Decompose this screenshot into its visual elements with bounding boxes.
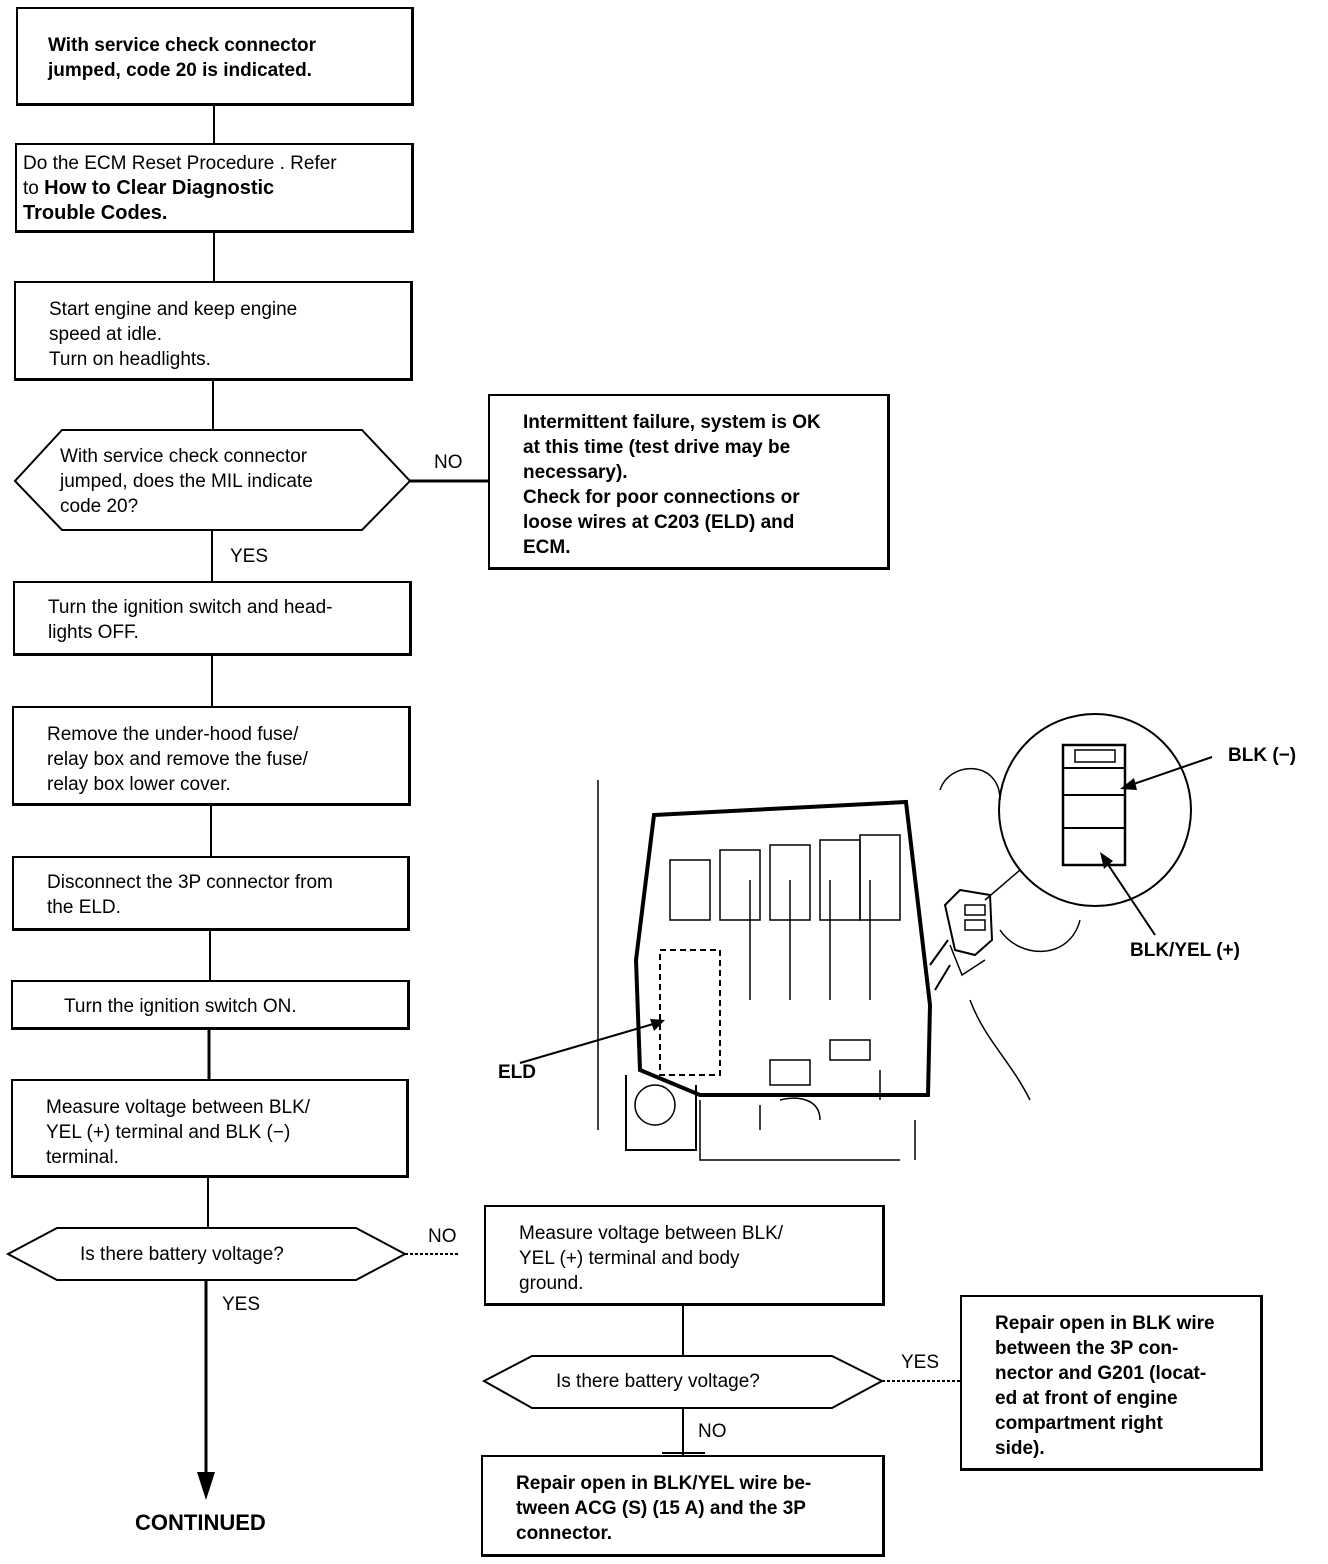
step-service-check-code20: With service check connector jumped, cod… bbox=[16, 7, 414, 106]
decision1-shape bbox=[13, 429, 412, 531]
step-ignition-off: Turn the ignition switch and head- light… bbox=[13, 581, 412, 656]
decision2-yes-label: YES bbox=[222, 1294, 261, 1315]
step6-text: Disconnect the 3P connector from the ELD… bbox=[47, 872, 333, 918]
decision2-text: Is there battery voltage? bbox=[80, 1244, 284, 1265]
step9-text: Measure voltage between BLK/ YEL (+) ter… bbox=[519, 1223, 784, 1294]
result-blkyel-text: Repair open in BLK/YEL wire be- tween AC… bbox=[516, 1473, 812, 1544]
result-blk-text: Repair open in BLK wire between the 3P c… bbox=[995, 1313, 1215, 1459]
step4-text: Turn the ignition switch and head- light… bbox=[48, 597, 333, 643]
step2-reference-link[interactable]: How to Clear Diagnostic Trouble Codes. bbox=[23, 177, 275, 224]
result-repair-blkyel-wire: Repair open in BLK/YEL wire be- tween AC… bbox=[481, 1455, 885, 1557]
continued-label: CONTINUED bbox=[135, 1510, 266, 1535]
step7-text: Turn the ignition switch ON. bbox=[64, 996, 297, 1017]
fuse-box-illustration bbox=[519, 713, 1213, 1161]
step-measure-blkyel-ground: Measure voltage between BLK/ YEL (+) ter… bbox=[484, 1205, 885, 1306]
leader-arrow-icons bbox=[650, 778, 1137, 1031]
step-disconnect-3p: Disconnect the 3P connector from the ELD… bbox=[12, 856, 410, 931]
blkyel-terminal-label: BLK/YEL (+) bbox=[1130, 940, 1240, 961]
step3-text: Start engine and keep engine speed at id… bbox=[49, 299, 298, 370]
decision3-shape bbox=[481, 1355, 885, 1409]
step8-text: Measure voltage between BLK/ YEL (+) ter… bbox=[46, 1097, 311, 1168]
step-ignition-on: Turn the ignition switch ON. bbox=[11, 980, 410, 1030]
step-remove-fuse-box: Remove the under-hood fuse/ relay box an… bbox=[12, 706, 411, 806]
step1-text: With service check connector jumped, cod… bbox=[48, 35, 317, 81]
step-start-engine: Start engine and keep engine speed at id… bbox=[14, 281, 413, 381]
decision2-shape bbox=[5, 1227, 408, 1281]
result-repair-blk-wire: Repair open in BLK wire between the 3P c… bbox=[960, 1295, 1263, 1471]
step-ecm-reset: Do the ECM Reset Procedure . Refer to Ho… bbox=[15, 143, 414, 233]
decision3-yes-label: YES bbox=[901, 1352, 940, 1373]
decision2-no-label: NO bbox=[428, 1226, 457, 1247]
step-measure-blkyel-blk: Measure voltage between BLK/ YEL (+) ter… bbox=[11, 1079, 409, 1178]
continued-arrow-icon bbox=[197, 1472, 215, 1500]
decision1-yes-label: YES bbox=[230, 546, 269, 567]
decision3-text: Is there battery voltage? bbox=[556, 1371, 760, 1392]
decision1-text: With service check connector jumped, doe… bbox=[60, 446, 313, 517]
result-intermittent-text: Intermittent failure, system is OK at th… bbox=[523, 412, 821, 558]
step5-text: Remove the under-hood fuse/ relay box an… bbox=[47, 724, 308, 795]
step2-text: Do the ECM Reset Procedure . Refer to bbox=[23, 153, 337, 199]
decision1-no-label: NO bbox=[434, 452, 463, 473]
eld-label: ELD bbox=[498, 1062, 536, 1083]
blk-terminal-label: BLK (−) bbox=[1228, 745, 1297, 766]
decision3-no-label: NO bbox=[698, 1421, 727, 1442]
result-intermittent-failure: Intermittent failure, system is OK at th… bbox=[488, 394, 890, 570]
